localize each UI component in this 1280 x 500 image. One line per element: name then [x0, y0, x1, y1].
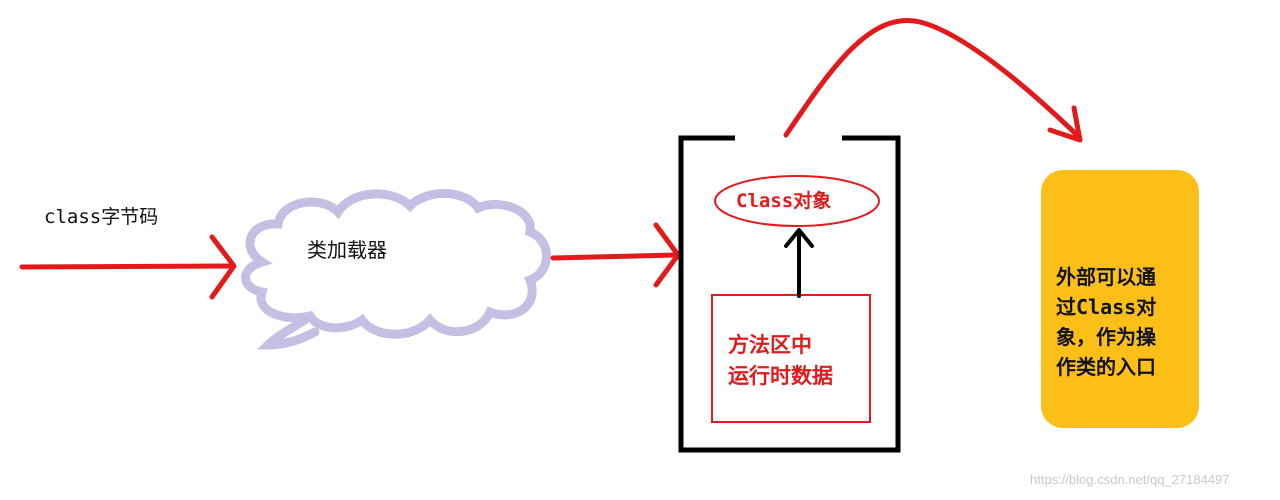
exit-note-box [1041, 170, 1199, 428]
loader-to-container-arrow [550, 222, 681, 288]
exit-note-line-1: 外部可以通 [1056, 265, 1156, 289]
bytecode-label: class字节码 [44, 206, 159, 228]
method-area-label: 方法区中 运行时数据 [728, 330, 833, 392]
bytecode-arrow [19, 234, 237, 300]
exit-note-line-2: 过Class对 [1056, 295, 1157, 319]
method-area-box [711, 294, 871, 423]
class-loader-cloud [241, 189, 551, 350]
exit-note-label: 外部可以通 过Class对 象，作为操 作类的入口 [1056, 262, 1196, 382]
exit-arc-arrow [783, 18, 1083, 143]
class-loader-label: 类加载器 [307, 238, 387, 262]
memory-container [678, 135, 901, 453]
class-object-label: Class对象 [736, 190, 832, 212]
exit-note-line-4: 作类的入口 [1056, 355, 1156, 379]
watermark-url: https://blog.csdn.net/qq_27184497 [1030, 472, 1230, 487]
runtime-data-to-class-arrow [784, 228, 814, 298]
method-area-line-1: 方法区中 [728, 333, 812, 357]
method-area-line-2: 运行时数据 [728, 364, 833, 388]
exit-note-line-3: 象，作为操 [1056, 325, 1156, 349]
class-object-ellipse [714, 175, 880, 227]
